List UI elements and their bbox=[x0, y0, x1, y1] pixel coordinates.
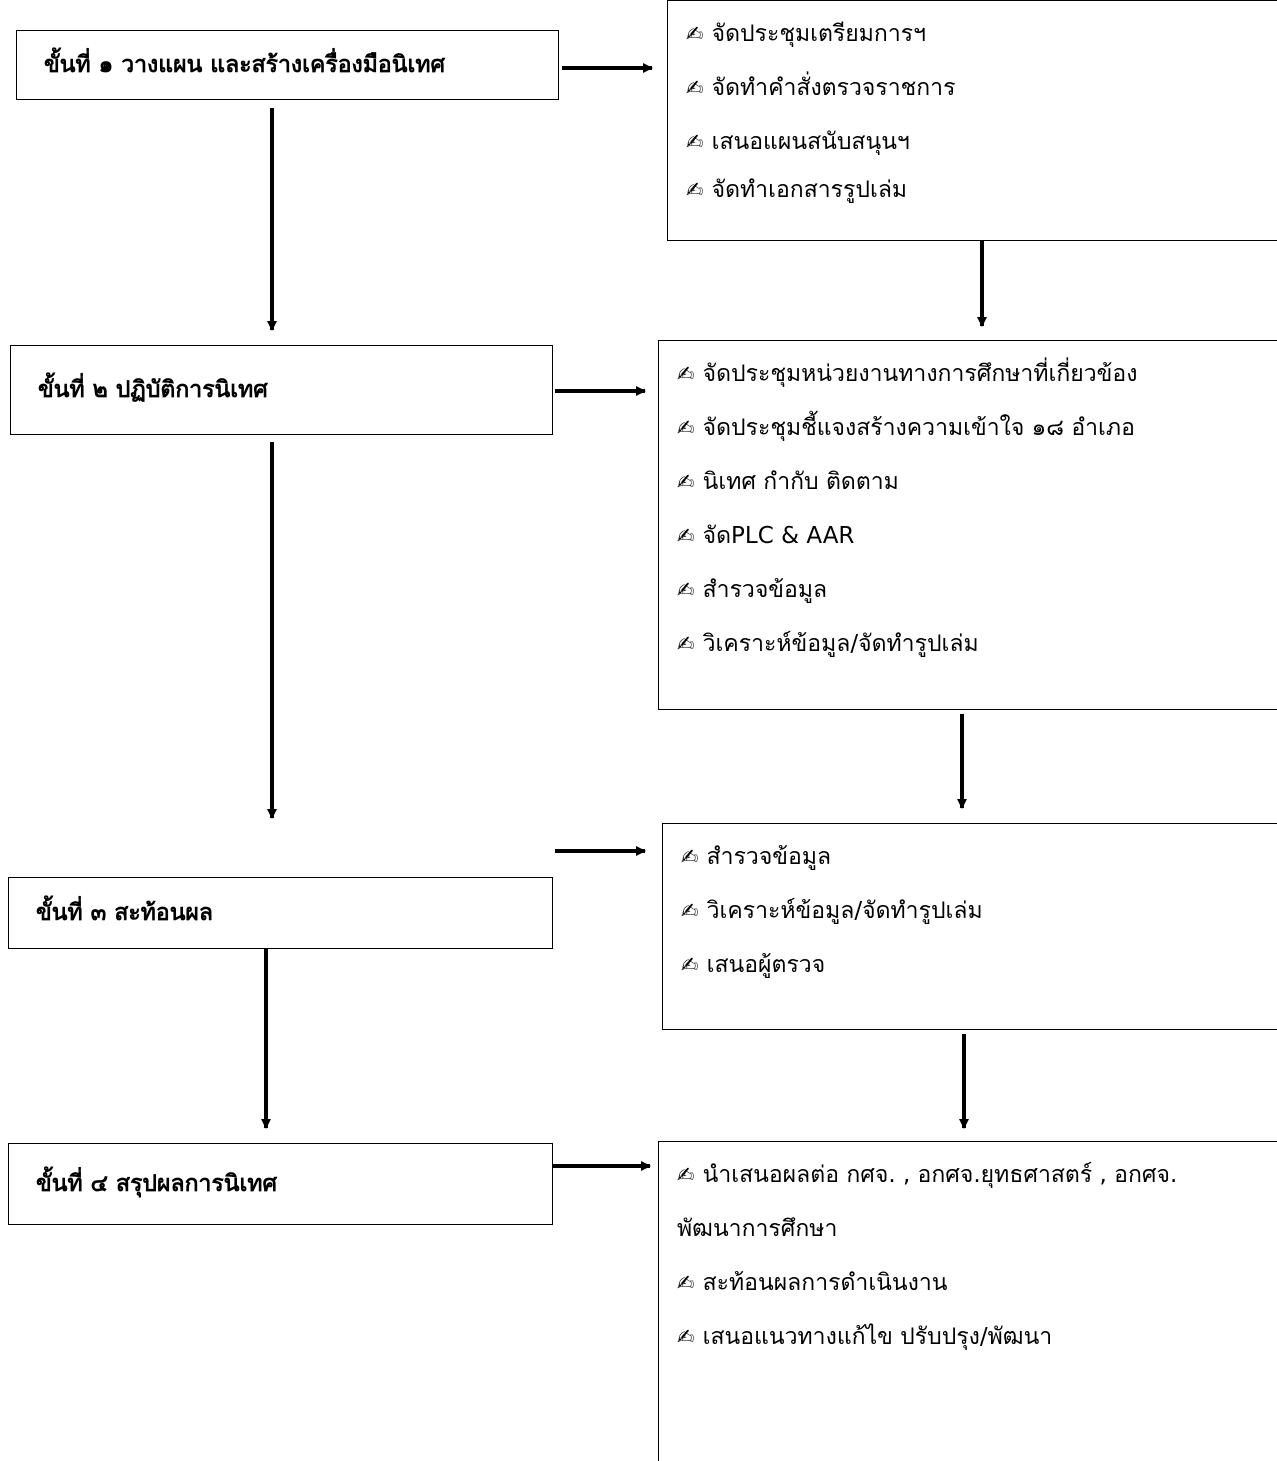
list-item: ✍เสนอผู้ตรวจ bbox=[681, 952, 826, 978]
writing-hand-icon: ✍ bbox=[677, 415, 695, 440]
list-item: ✍จัดPLC & AAR bbox=[677, 523, 855, 549]
step-4-label: ขั้นที่ ๔ สรุปผลการนิเทศ bbox=[36, 1171, 278, 1197]
list-item: ✍วิเคราะห์ข้อมูล/จัดทำรูปเล่ม bbox=[681, 898, 983, 924]
detail-2-box: ✍จัดประชุมหน่วยงานทางการศึกษาที่เกี่ยวข้… bbox=[658, 340, 1277, 710]
list-item-continuation: พัฒนาการศึกษา bbox=[677, 1216, 838, 1242]
step-1-box: ขั้นที่ ๑ วางแผน และสร้างเครื่องมือนิเทศ bbox=[16, 30, 559, 100]
list-item: ✍จัดประชุมหน่วยงานทางการศึกษาที่เกี่ยวข้… bbox=[677, 361, 1138, 387]
list-item: ✍เสนอแผนสนับสนุนฯ bbox=[686, 129, 910, 155]
writing-hand-icon: ✍ bbox=[686, 129, 704, 154]
step-2-box: ขั้นที่ ๒ ปฏิบัติการนิเทศ bbox=[10, 345, 553, 435]
writing-hand-icon: ✍ bbox=[677, 577, 695, 602]
writing-hand-icon: ✍ bbox=[677, 361, 695, 386]
writing-hand-icon: ✍ bbox=[677, 1270, 695, 1295]
list-item: ✍จัดประชุมชี้แจงสร้างความเข้าใจ ๑๘ อำเภอ bbox=[677, 415, 1135, 441]
writing-hand-icon: ✍ bbox=[677, 1324, 695, 1349]
list-item: ✍จัดทำคำสั่งตรวจราชการ bbox=[686, 75, 956, 101]
detail-1-box: ✍จัดประชุมเตรียมการฯ ✍จัดทำคำสั่งตรวจราช… bbox=[667, 0, 1277, 241]
writing-hand-icon: ✍ bbox=[677, 469, 695, 494]
list-item: ✍จัดทำเอกสารรูปเล่ม bbox=[686, 177, 908, 203]
list-item: ✍นิเทศ กำกับ ติดตาม bbox=[677, 469, 899, 495]
list-item: ✍เสนอแนวทางแก้ไข ปรับปรุง/พัฒนา bbox=[677, 1324, 1053, 1350]
step-1-label: ขั้นที่ ๑ วางแผน และสร้างเครื่องมือนิเทศ bbox=[44, 52, 446, 78]
step-3-box: ขั้นที่ ๓ สะท้อนผล bbox=[8, 877, 553, 949]
writing-hand-icon: ✍ bbox=[681, 898, 699, 923]
step-2-label: ขั้นที่ ๒ ปฏิบัติการนิเทศ bbox=[38, 377, 268, 403]
list-item: ✍วิเคราะห์ข้อมูล/จัดทำรูปเล่ม bbox=[677, 631, 979, 657]
list-item: ✍นำเสนอผลต่อ กศจ. , อกศจ.ยุทธศาสตร์ , อก… bbox=[677, 1162, 1178, 1188]
step-3-label: ขั้นที่ ๓ สะท้อนผล bbox=[36, 900, 214, 926]
list-item: ✍สะท้อนผลการดำเนินงาน bbox=[677, 1270, 948, 1296]
step-4-box: ขั้นที่ ๔ สรุปผลการนิเทศ bbox=[8, 1143, 553, 1225]
writing-hand-icon: ✍ bbox=[686, 75, 704, 100]
list-item: ✍สำรวจข้อมูล bbox=[681, 844, 832, 870]
detail-4-box: ✍นำเสนอผลต่อ กศจ. , อกศจ.ยุทธศาสตร์ , อก… bbox=[658, 1141, 1277, 1461]
writing-hand-icon: ✍ bbox=[677, 1162, 695, 1187]
writing-hand-icon: ✍ bbox=[686, 177, 704, 202]
writing-hand-icon: ✍ bbox=[681, 844, 699, 869]
list-item: ✍จัดประชุมเตรียมการฯ bbox=[686, 21, 926, 47]
list-item: ✍สำรวจข้อมูล bbox=[677, 577, 828, 603]
detail-3-box: ✍สำรวจข้อมูล ✍วิเคราะห์ข้อมูล/จัดทำรูปเล… bbox=[662, 823, 1277, 1030]
writing-hand-icon: ✍ bbox=[677, 631, 695, 656]
writing-hand-icon: ✍ bbox=[681, 952, 699, 977]
writing-hand-icon: ✍ bbox=[677, 523, 695, 548]
writing-hand-icon: ✍ bbox=[686, 21, 704, 46]
